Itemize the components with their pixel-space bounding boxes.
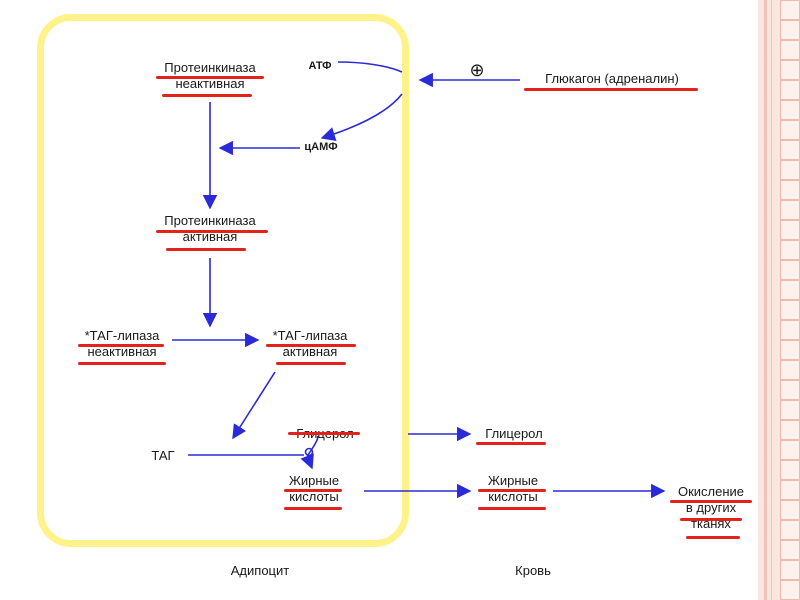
- underline: [78, 362, 166, 365]
- node-label: Окисление: [677, 484, 745, 499]
- arrow-lipase-to-tag: [232, 371, 276, 440]
- compartment-label-blood: Кровь: [515, 563, 551, 578]
- underline: [288, 432, 360, 435]
- node-protein-kinase-active: Протеинкиназа активная: [142, 213, 278, 245]
- underline: [156, 230, 268, 233]
- node-label: Протеинкиназа: [164, 60, 256, 75]
- node-oxidation: Окисление в других тканях: [664, 484, 758, 532]
- arrow-hydrolysis-branch: [307, 435, 319, 456]
- node-tag-lipase-inactive: *ТАГ-липаза неактивная: [62, 328, 182, 360]
- underline: [276, 362, 346, 365]
- underline: [478, 507, 546, 510]
- node-tag-lipase-active: *ТАГ-липаза активная: [250, 328, 370, 360]
- underline: [476, 442, 546, 445]
- node-label: Жирные: [288, 473, 340, 488]
- node-fatty-acids-blood: Жирные кислоты: [472, 473, 554, 505]
- underline: [686, 536, 740, 539]
- node-label: в других: [685, 500, 737, 515]
- node-label: кислоты: [488, 489, 538, 504]
- underline: [166, 248, 246, 251]
- arrow-atp-in: [337, 61, 403, 73]
- node-label: *ТАГ-липаза: [84, 328, 160, 343]
- slide-frame-right: [758, 0, 800, 600]
- node-glucagon: Глюкагон (адреналин): [545, 71, 679, 86]
- underline: [524, 88, 698, 91]
- adipocyte-compartment: [37, 14, 409, 547]
- node-label: кислоты: [289, 489, 339, 504]
- underline: [670, 500, 752, 503]
- frame-line-thin: [771, 0, 772, 600]
- node-label: Жирные: [487, 473, 539, 488]
- arrow-to-camp: [320, 93, 403, 141]
- underline: [478, 489, 546, 492]
- plus-sign: ⊕: [469, 60, 485, 80]
- underline: [78, 344, 164, 347]
- arrow-to-fatty-acids: [300, 453, 314, 470]
- compartment-label-cell: Адипоцит: [230, 563, 290, 578]
- node-label: Протеинкиназа: [164, 213, 256, 228]
- node-camp: цАМФ: [304, 141, 338, 153]
- underline: [284, 507, 342, 510]
- underline: [680, 518, 742, 521]
- underline: [156, 76, 264, 79]
- underline: [266, 344, 356, 347]
- frame-line: [764, 0, 767, 600]
- node-atp: АТФ: [308, 60, 332, 72]
- underline: [162, 94, 252, 97]
- node-protein-kinase-inactive: Протеинкиназа неактивная: [142, 60, 278, 92]
- node-label: *ТАГ-липаза: [272, 328, 348, 343]
- node-tag: ТАГ: [151, 448, 175, 463]
- node-fatty-acids-cell: Жирные кислоты: [278, 473, 350, 505]
- node-label: неактивная: [87, 344, 157, 359]
- underline: [284, 489, 342, 492]
- node-label: активная: [282, 344, 338, 359]
- node-label: неактивная: [175, 76, 245, 91]
- node-glycerol-blood: Глицерол: [485, 426, 543, 441]
